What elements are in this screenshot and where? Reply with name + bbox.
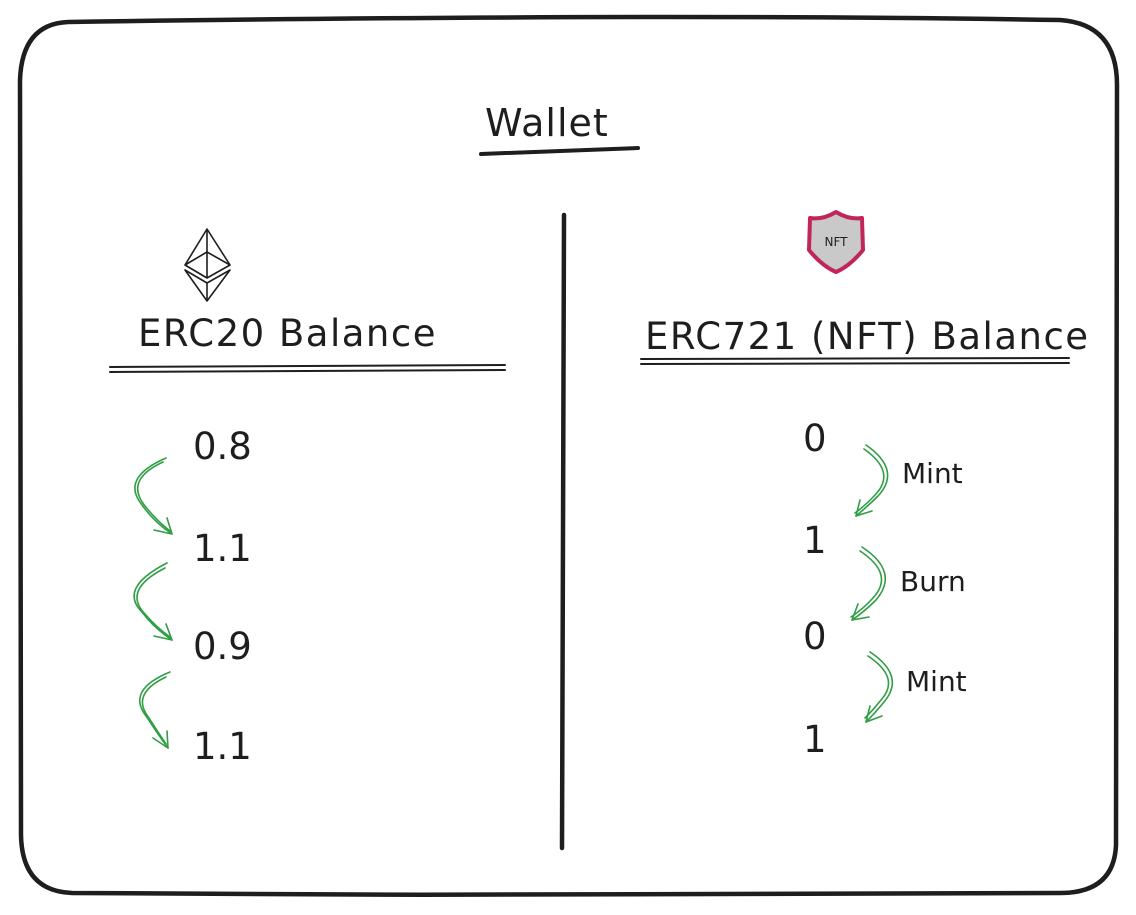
nft-shield-icon: NFT xyxy=(807,210,865,274)
erc721-action-burn: Burn xyxy=(900,565,966,598)
erc721-action-mint-2: Mint xyxy=(906,665,967,698)
erc20-balance-1: 0.8 xyxy=(193,425,252,468)
title-underline xyxy=(479,146,640,156)
erc721-heading: ERC721 (NFT) Balance xyxy=(645,315,1090,358)
erc721-action-mint-1: Mint xyxy=(902,457,963,490)
diagram-title: Wallet xyxy=(485,101,609,145)
erc721-balance-2: 1 xyxy=(803,519,827,562)
erc721-arrow-burn xyxy=(850,546,886,621)
erc721-underline xyxy=(640,357,1070,365)
ethereum-icon xyxy=(184,228,231,302)
column-divider xyxy=(559,212,567,851)
erc20-balance-3: 0.9 xyxy=(193,625,252,668)
erc20-arrow-2 xyxy=(133,562,173,641)
erc721-arrow-mint-2 xyxy=(864,651,894,723)
erc721-balance-3: 0 xyxy=(803,615,827,658)
erc721-balance-1: 0 xyxy=(803,417,827,460)
nft-badge-label: NFT xyxy=(825,235,849,249)
erc20-arrow-1 xyxy=(134,457,173,535)
erc20-arrow-3 xyxy=(138,671,171,749)
erc20-heading: ERC20 Balance xyxy=(138,312,437,355)
erc20-balance-2: 1.1 xyxy=(193,527,252,570)
erc721-arrow-mint-1 xyxy=(854,444,889,517)
wallet-frame xyxy=(17,14,1120,898)
erc20-underline xyxy=(109,364,506,373)
erc721-balance-4: 1 xyxy=(803,718,827,761)
erc20-balance-4: 1.1 xyxy=(193,725,252,768)
